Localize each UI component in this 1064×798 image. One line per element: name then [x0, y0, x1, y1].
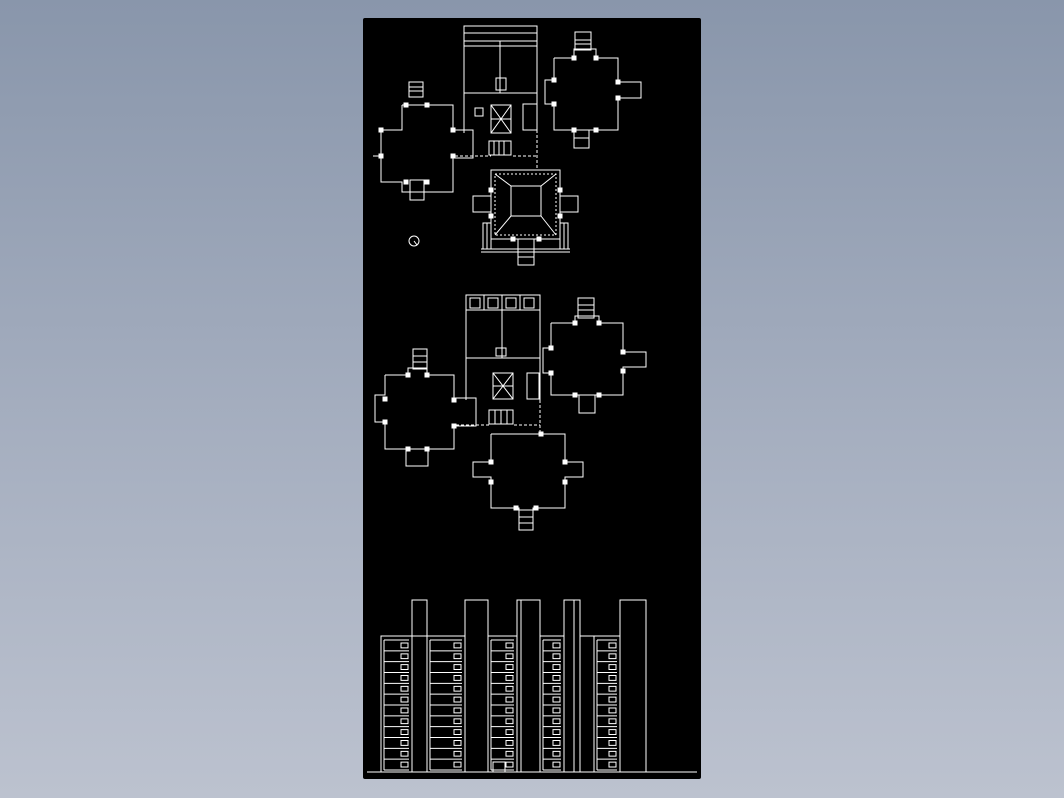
window	[609, 686, 616, 691]
window	[454, 741, 461, 746]
window	[454, 676, 461, 681]
window	[609, 643, 616, 648]
window	[609, 676, 616, 681]
window	[553, 751, 560, 756]
window	[553, 643, 560, 648]
window	[553, 686, 560, 691]
window	[454, 719, 461, 724]
window	[401, 719, 408, 724]
window	[401, 643, 408, 648]
window	[553, 730, 560, 735]
window	[401, 686, 408, 691]
window	[609, 741, 616, 746]
window	[506, 654, 513, 659]
window	[401, 762, 408, 767]
window	[506, 719, 513, 724]
window	[506, 643, 513, 648]
upper-floor-plan	[373, 26, 641, 265]
window	[401, 751, 408, 756]
lower-floor-plan	[375, 295, 646, 530]
window	[609, 708, 616, 713]
window	[609, 762, 616, 767]
window	[401, 708, 408, 713]
window	[454, 654, 461, 659]
window	[553, 676, 560, 681]
cad-drawing	[363, 18, 701, 779]
window	[401, 697, 408, 702]
plan-block-right-2	[543, 298, 646, 413]
plan-core-top	[455, 26, 537, 168]
window	[454, 708, 461, 713]
window	[609, 719, 616, 724]
plan-block-bottom	[473, 170, 578, 265]
window	[506, 751, 513, 756]
window	[401, 676, 408, 681]
window	[506, 676, 513, 681]
window	[553, 697, 560, 702]
window	[401, 730, 408, 735]
window	[609, 730, 616, 735]
window	[553, 741, 560, 746]
window	[609, 751, 616, 756]
window	[553, 665, 560, 670]
plan-block-left	[373, 82, 473, 246]
window	[553, 708, 560, 713]
window	[401, 654, 408, 659]
plan-block-bottom-2	[473, 432, 583, 530]
window	[609, 654, 616, 659]
window	[454, 665, 461, 670]
window	[454, 643, 461, 648]
window	[454, 730, 461, 735]
window	[506, 762, 513, 767]
window	[506, 708, 513, 713]
window	[609, 665, 616, 670]
window	[401, 665, 408, 670]
plan-block-left-2	[375, 349, 476, 466]
window	[506, 697, 513, 702]
elevation-floor-lines	[384, 640, 617, 770]
plan-core-bottom	[456, 295, 540, 433]
plan-block-right	[545, 32, 641, 148]
drawing-sheet[interactable]	[363, 18, 701, 779]
window	[553, 719, 560, 724]
window	[401, 741, 408, 746]
window	[454, 697, 461, 702]
window	[454, 686, 461, 691]
window	[553, 654, 560, 659]
window	[454, 751, 461, 756]
window	[609, 697, 616, 702]
window	[506, 665, 513, 670]
front-elevation	[367, 600, 697, 772]
window	[454, 762, 461, 767]
window	[506, 686, 513, 691]
window	[553, 762, 560, 767]
window	[506, 741, 513, 746]
window	[506, 730, 513, 735]
